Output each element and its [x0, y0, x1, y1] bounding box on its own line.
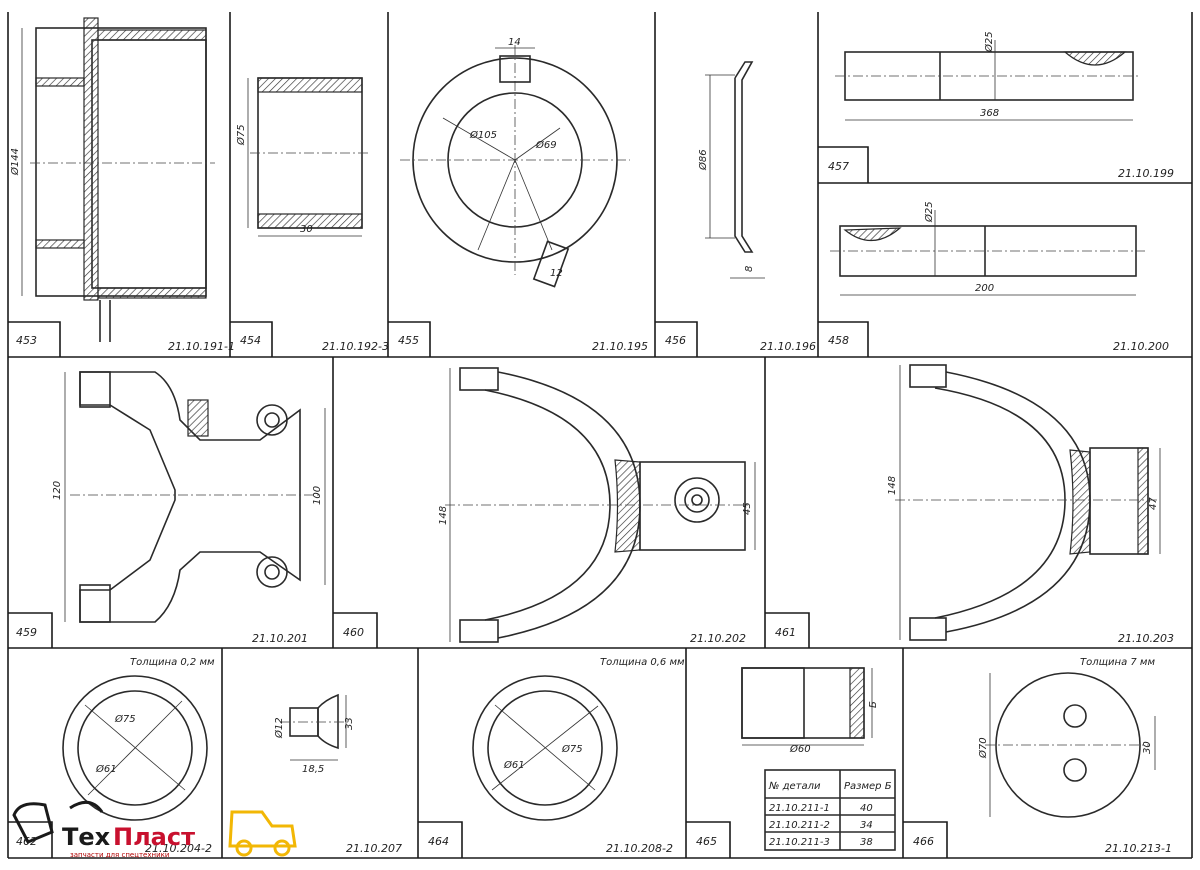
part-453-drawing: [21, 17, 215, 342]
thickness-note-464: Толщина 0,6 мм: [600, 657, 685, 668]
panel-code-458: 21.10.200: [1113, 340, 1169, 353]
panel-code-455: 21.10.195: [592, 340, 648, 353]
dim-455-inner: Ø69: [535, 139, 557, 151]
panel-code-462: 21.10.204-2: [145, 842, 212, 855]
dim-465-dia: Ø60: [789, 743, 811, 755]
dim-463-shank: Ø12: [273, 717, 285, 739]
dim-461-height: 148: [887, 476, 898, 495]
panel-number-464: 464: [428, 835, 449, 848]
part-464-drawing: [472, 675, 618, 821]
size-table-text: № детали Размер Б 21.10.211-1 40 21.10.2…: [768, 781, 892, 848]
thickness-note-466: Толщина 7 мм: [1080, 657, 1155, 668]
panel-code-453: 21.10.191-1: [168, 340, 235, 353]
dim-460-height: 148: [438, 506, 449, 525]
dim-459-span: 100: [312, 486, 323, 505]
dim-462-inner: Ø61: [95, 763, 117, 775]
panel-code-456: 21.10.196: [760, 340, 816, 353]
part-454-drawing: [247, 77, 370, 237]
part-456-drawing: [705, 61, 765, 279]
part-457-drawing: [835, 40, 1140, 121]
dim-458-len: 200: [975, 283, 994, 294]
panel-code-461: 21.10.203: [1118, 632, 1174, 645]
dim-455-outer: Ø105: [469, 129, 497, 141]
dim-458-dia: Ø25: [923, 201, 935, 223]
panel-code-457: 21.10.199: [1118, 167, 1174, 180]
panel-code-454: 21.10.192-3: [322, 340, 389, 353]
size-table: [764, 769, 896, 851]
dim-466-dia: Ø70: [977, 737, 989, 759]
dim-463-len: 18,5: [302, 764, 324, 775]
table-cell-size: 40: [860, 803, 873, 814]
panel-number-456: 456: [665, 334, 686, 347]
dim-462-outer: Ø75: [114, 713, 136, 725]
loader-icon: [228, 810, 297, 848]
thickness-note-462: Толщина 0,2 мм: [130, 657, 215, 668]
dim-455-slot: 12: [550, 268, 563, 279]
part-459-drawing: [64, 371, 326, 623]
dim-459-height: 120: [52, 481, 63, 500]
table-cell-part: 21.10.211-2: [769, 820, 830, 831]
part-458-drawing: [830, 210, 1145, 296]
logo-text-tech: Тех: [62, 823, 111, 851]
part-465-drawing: [741, 667, 873, 746]
panel-number-461: 461: [775, 626, 796, 639]
dim-454-dia: Ø75: [235, 124, 247, 146]
part-466-drawing: [985, 672, 1156, 818]
dim-457-dia: Ø25: [983, 31, 995, 53]
panel-number-453: 453: [16, 334, 37, 347]
panel-number-460: 460: [343, 626, 364, 639]
panel-code-464: 21.10.208-2: [606, 842, 673, 855]
logo-tagline: запчасти для спецтехники: [70, 851, 169, 859]
dim-463-head: 33: [344, 717, 355, 730]
thickness-notes: Толщина 0,2 мм Толщина 0,6 мм Толщина 7 …: [130, 657, 1155, 668]
dim-465-b: Б: [868, 701, 879, 708]
panel-labels: 453 21.10.191-1 454 21.10.192-3 455 21.1…: [16, 160, 1174, 855]
dim-456-thick: 8: [744, 266, 755, 272]
part-462-drawing: [62, 675, 208, 821]
techplast-logo: Тех Пласт запчасти для спецтехники: [12, 800, 297, 859]
logo-text-plast: Пласт: [113, 823, 195, 851]
panel-code-459: 21.10.201: [252, 632, 308, 645]
dim-464-outer: Ø75: [561, 743, 583, 755]
dim-455-width: 14: [508, 37, 521, 48]
table-cell-part: 21.10.211-1: [769, 803, 830, 814]
panel-number-458: 458: [828, 334, 849, 347]
dim-461-hub: 47: [1148, 497, 1159, 510]
dim-460-boss: 45: [742, 502, 753, 515]
dim-453-dia: Ø144: [9, 148, 21, 176]
dim-457-len: 368: [980, 108, 999, 119]
dimension-labels: Ø144 Ø75 30 14 Ø105 Ø69 12 Ø86 8 Ø25 368…: [9, 31, 1159, 775]
panel-number-455: 455: [398, 334, 419, 347]
panel-code-466: 21.10.213-1: [1105, 842, 1172, 855]
table-cell-size: 38: [860, 837, 873, 848]
panel-number-457: 457: [828, 160, 849, 173]
part-461-drawing: [895, 364, 1161, 641]
panel-frames: [7, 12, 1193, 859]
panel-number-459: 459: [16, 626, 37, 639]
table-cell-size: 34: [860, 820, 873, 831]
panel-code-463: 21.10.207: [346, 842, 402, 855]
dim-464-inner: Ø61: [503, 759, 525, 771]
dim-454-len: 30: [300, 224, 313, 235]
part-460-drawing: [445, 367, 756, 643]
table-header-size: Размер Б: [844, 781, 892, 792]
panel-number-465: 465: [696, 835, 717, 848]
panel-number-466: 466: [913, 835, 934, 848]
panel-code-460: 21.10.202: [690, 632, 746, 645]
part-463-drawing: [280, 693, 348, 761]
part-455-drawing: [400, 45, 630, 288]
panel-number-454: 454: [240, 334, 261, 347]
table-header-part: № детали: [768, 781, 821, 792]
dim-456-dia: Ø86: [697, 149, 709, 171]
table-cell-part: 21.10.211-3: [769, 837, 830, 848]
dim-466-pitch: 30: [1142, 741, 1153, 754]
excavator-icon: [12, 802, 54, 844]
